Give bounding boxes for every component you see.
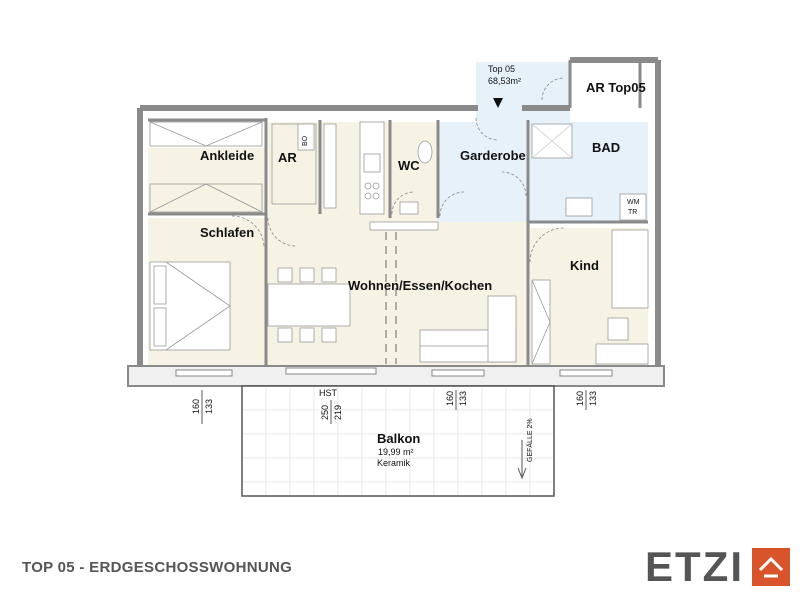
dim-3-top: 160: [445, 391, 455, 406]
plan-title: TOP 05 - ERDGESCHOSSWOHNUNG: [22, 559, 293, 576]
entry-area: 68,53m²: [488, 76, 521, 86]
floor-plan: Ankleide AR WC Garderobe BAD AR Top05 Sc…: [127, 57, 665, 497]
wm-label: WM: [627, 199, 640, 206]
wc-fixtures: [399, 140, 433, 215]
dim-2-top: 250: [320, 405, 330, 420]
entry-arrow-icon: [493, 98, 503, 108]
dimension-4: 160 133: [575, 390, 598, 410]
slope-label: GEFÄLLE 2%: [526, 418, 534, 462]
room-label-ar-top: AR Top05: [586, 80, 646, 95]
kitchen-dashes: [385, 232, 397, 364]
double-bed: [149, 261, 231, 351]
dim-3-bottom: 133: [458, 391, 468, 406]
garderobe-floor: [438, 122, 528, 222]
entry-floor: [476, 62, 570, 122]
bad-fixtures: [531, 123, 647, 221]
room-label-garderobe: Garderobe: [460, 148, 526, 163]
room-label-schlafen: Schlafen: [200, 225, 254, 240]
room-label-ar: AR: [278, 150, 297, 165]
dim-1-bottom: 133: [204, 399, 214, 414]
balkon-floor: Keramik: [377, 458, 411, 468]
kitchen-counter: [359, 121, 439, 231]
room-label-bad: BAD: [592, 140, 620, 155]
boiler-label: BO: [302, 135, 309, 146]
door-swings: [231, 77, 565, 263]
room-label-wc: WC: [398, 158, 420, 173]
dimension-1: 160 133: [191, 390, 214, 424]
room-label-balkon: Balkon: [377, 431, 420, 446]
dim-4-top: 160: [575, 391, 585, 406]
dim-2-bottom: 219: [333, 405, 343, 420]
balkon-area: 19,99 m²: [378, 447, 414, 457]
slope-arrow: [517, 440, 527, 480]
wardrobe: [149, 121, 263, 213]
room-label-ankleide: Ankleide: [200, 148, 254, 163]
logo-text: ETZI: [645, 543, 744, 590]
house-logo-icon: [752, 548, 790, 586]
dimension-3: 160 133: [445, 390, 468, 410]
etzi-logo: ETZI: [645, 546, 790, 588]
room-label-kind: Kind: [570, 258, 599, 273]
ar-storage: [271, 123, 337, 209]
dim-4-bottom: 133: [588, 391, 598, 406]
sofa: [419, 295, 517, 363]
interior-walls: [148, 60, 648, 366]
balcony: [241, 385, 555, 497]
entry-unit: Top 05: [488, 64, 515, 74]
dimension-2: 250 219: [320, 400, 343, 424]
dim-1-top: 160: [191, 399, 201, 414]
dining-table: [267, 267, 351, 343]
kind-furniture: [531, 229, 649, 365]
windows: [175, 367, 613, 377]
room-label-wohnen: Wohnen/Essen/Kochen: [348, 278, 492, 293]
tr-label: TR: [628, 209, 637, 216]
outer-walls: [137, 57, 661, 372]
hst-label: HST: [319, 388, 338, 398]
